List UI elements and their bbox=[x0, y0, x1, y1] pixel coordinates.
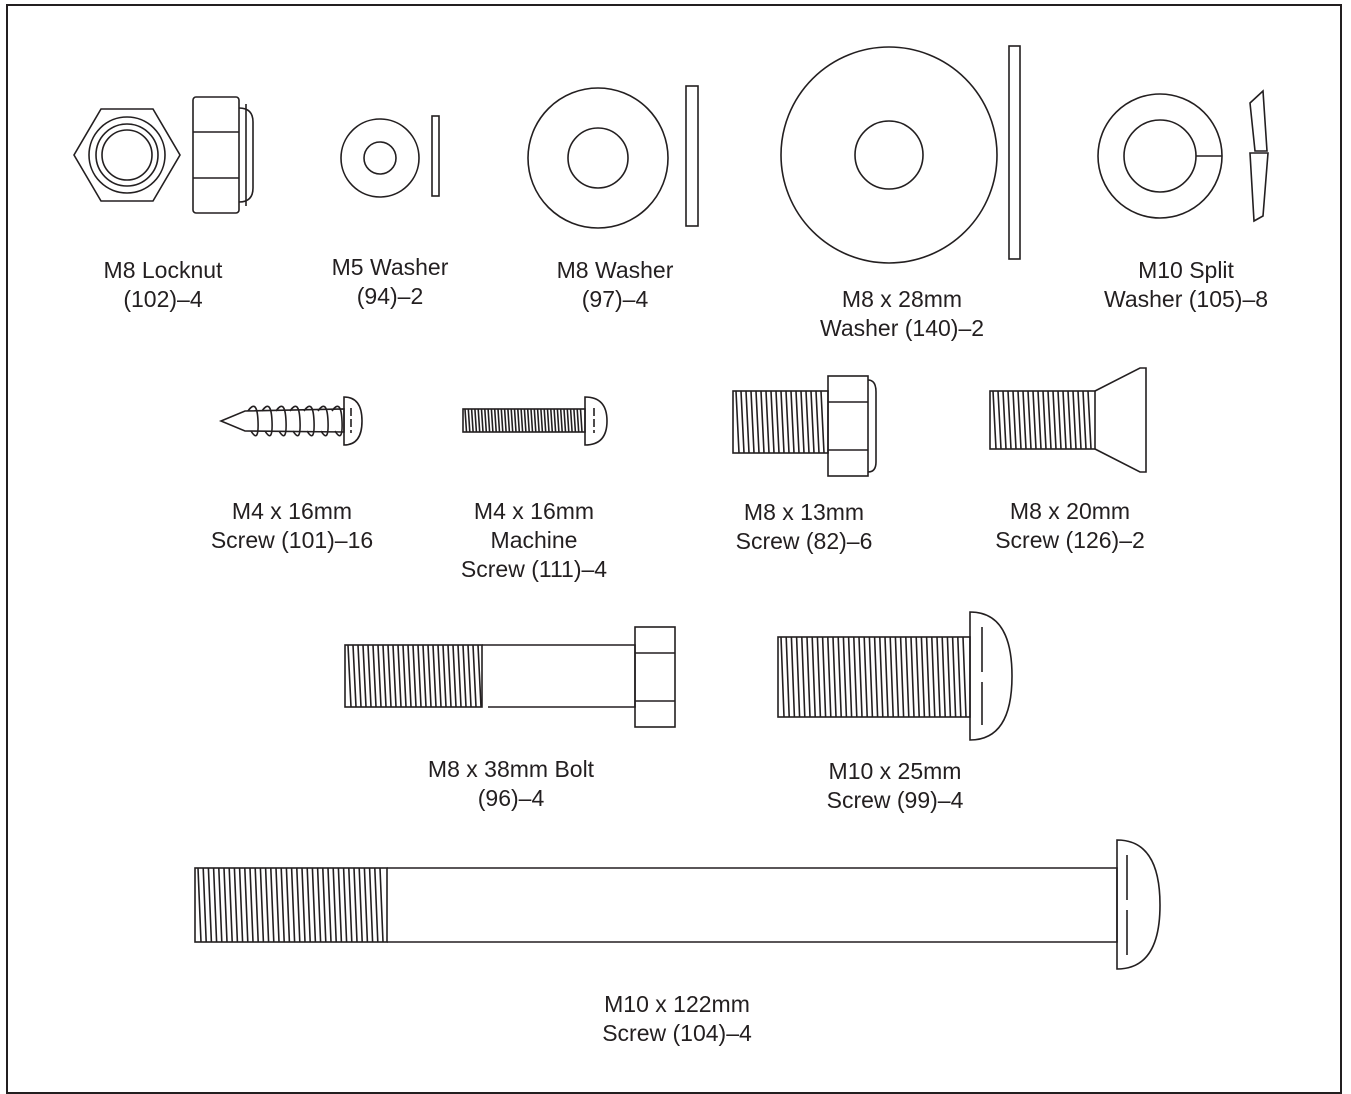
m10x122-screw-drawing bbox=[194, 839, 1161, 970]
m8x28-washer-drawing bbox=[780, 45, 1021, 264]
m8x38-bolt-drawing bbox=[344, 626, 676, 728]
label-m8-washer: M8 Washer(97)–4 bbox=[556, 257, 674, 312]
m10x25-screw-drawing bbox=[777, 611, 1013, 741]
m8-locknut-drawing bbox=[73, 96, 254, 214]
m8x13-screw-drawing bbox=[732, 375, 877, 477]
label-m8-locknut: M8 Locknut(102)–4 bbox=[103, 257, 223, 312]
m8x20-screw-drawing bbox=[989, 367, 1147, 473]
label-m8x38-bolt: M8 x 38mm Bolt(96)–4 bbox=[427, 756, 595, 811]
m4x16-screw-drawing bbox=[218, 396, 363, 446]
m5-washer-drawing bbox=[340, 115, 440, 198]
m8-washer-drawing bbox=[527, 85, 699, 229]
label-m5-washer: M5 Washer(94)–2 bbox=[331, 254, 449, 309]
m4x16-machine-screw-drawing bbox=[462, 396, 608, 446]
m10-split-washer-drawing bbox=[1097, 89, 1269, 223]
